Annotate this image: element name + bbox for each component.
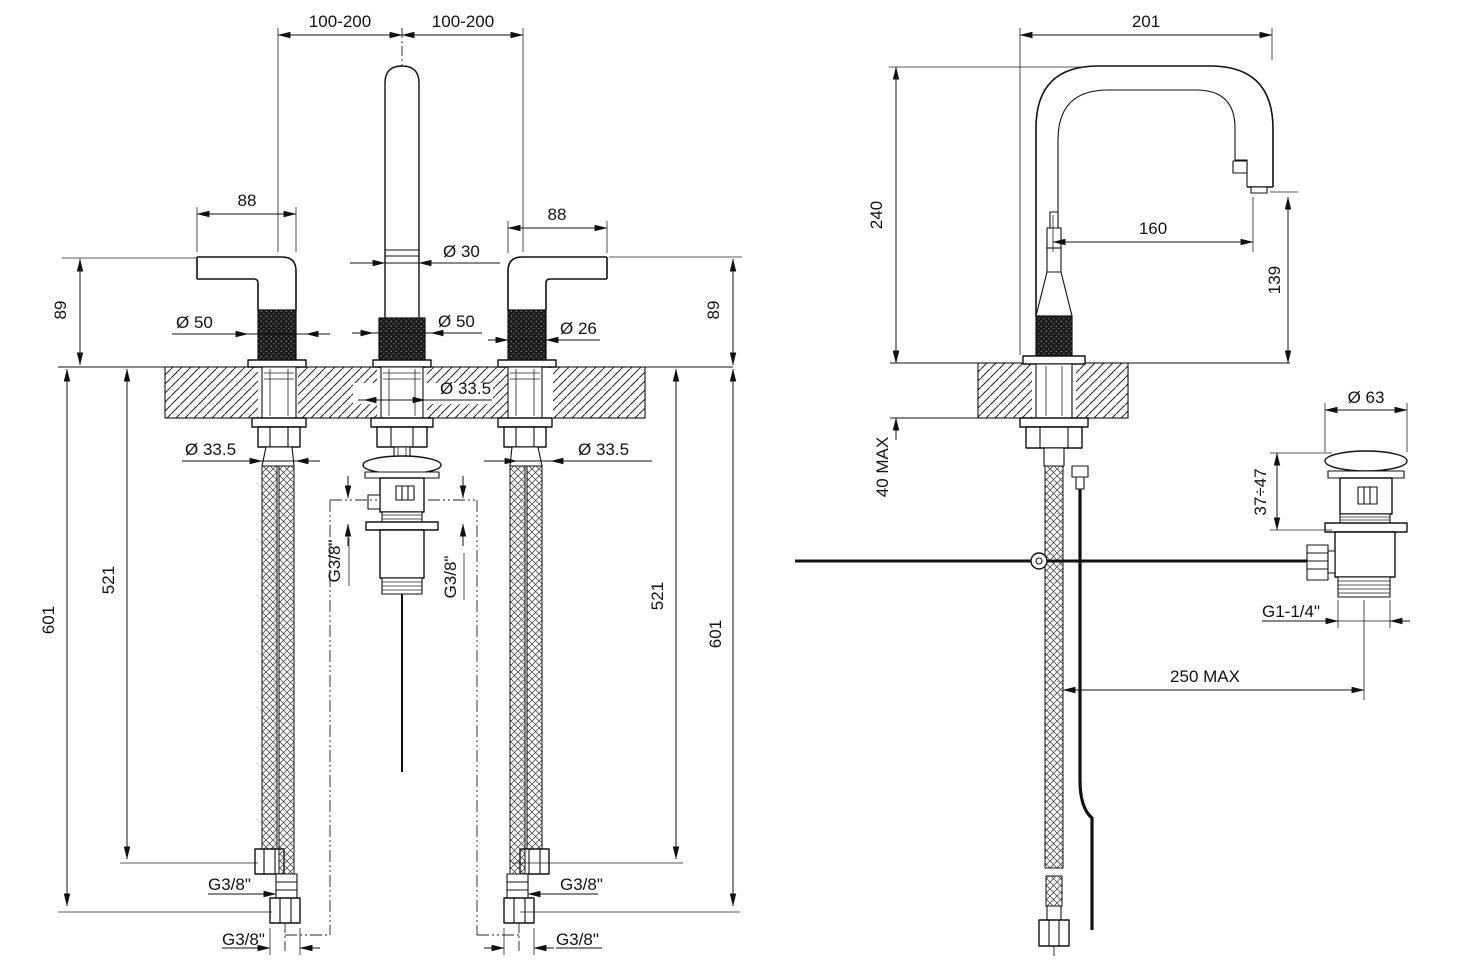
dim-hose-length-left-label: 521 — [99, 566, 118, 594]
hose-left-valve — [275, 873, 298, 899]
hose-right-outer — [526, 465, 543, 850]
rod-guide-bracket — [1071, 465, 1089, 478]
body-knurl-side — [1035, 315, 1073, 359]
dim-total-length-left-label: 601 — [39, 606, 58, 634]
hose-right-end-nut — [503, 897, 535, 924]
hose-right-inner — [509, 465, 526, 875]
popup-rod-vertical — [1078, 489, 1094, 930]
drain-tail-thread — [1337, 576, 1391, 598]
rod-pivot-screw — [1030, 552, 1048, 570]
dim-drain-cap-diameter-label: Ø 63 — [1348, 388, 1385, 407]
dim-spacing-right-label: 100-200 — [432, 12, 494, 31]
dim-hose-thread-left-end-label: G3/8" — [222, 930, 265, 949]
supply-column-right — [497, 366, 553, 952]
handle-right-front — [497, 256, 608, 368]
dim-outlet-height-label: 139 — [1265, 266, 1284, 294]
center-enclosure-outline — [285, 499, 519, 936]
dim-handle-diameter-right-label: Ø 26 — [560, 319, 597, 338]
dim-spacing-left-label: 100-200 — [309, 12, 371, 31]
dim-height-right-label: 89 — [704, 301, 723, 320]
dim-handle-width-left-label: 88 — [238, 191, 257, 210]
hose-right-valve — [506, 873, 529, 899]
drain-cap-dome — [1324, 450, 1408, 472]
dim-waste-thread-label: G1-1/4" — [1262, 602, 1320, 621]
dim-spout-height-label: 240 — [867, 201, 886, 229]
dim-drain-cap-height-label: 37÷47 — [1251, 468, 1270, 515]
dim-shank-diameter-center-label: Ø 33.5 — [440, 379, 491, 398]
front-view-drawing: 100-200 100-200 88 88 Ø 30 Ø 50 Ø 50 — [39, 12, 742, 955]
handle-left-front — [196, 256, 307, 368]
drain-detail-dimensions: Ø 63 37÷47 G1-1/4" — [1251, 388, 1410, 628]
spout-outer-profile — [1035, 65, 1274, 316]
supply-column-left — [251, 366, 307, 952]
hose-side-end-nut — [1038, 919, 1070, 947]
dim-shank-diameter-left-label: Ø 33.5 — [185, 440, 236, 459]
spout-knurl — [378, 317, 426, 361]
spout-aerator — [1250, 186, 1268, 194]
spout-front — [372, 28, 432, 368]
dim-rod-reach-label: 250 MAX — [1170, 667, 1240, 686]
hose-left-outer — [261, 465, 278, 850]
hose-left-inner — [278, 465, 295, 875]
dim-hose-thread-right-end-label: G3/8" — [556, 930, 599, 949]
side-view-dimensions: 201 240 160 139 40 MAX 250 MAX — [867, 12, 1365, 700]
dim-popup-thread-left-label: G3/8" — [325, 540, 344, 583]
dim-total-length-right-label: 601 — [706, 620, 725, 648]
drain-detail-drawing: Ø 63 37÷47 G1-1/4" — [1251, 388, 1410, 628]
handle-left-knurl — [257, 309, 297, 361]
dim-spout-diameter-label: Ø 30 — [443, 242, 480, 261]
dim-deck-thickness-label: 40 MAX — [873, 437, 892, 497]
spout-inner-profile — [1057, 89, 1248, 268]
popup-dome-cap — [362, 455, 442, 475]
dim-hose-length-right-label: 521 — [648, 582, 667, 610]
hose-left-end-nut — [269, 897, 301, 924]
faucet-body-side — [795, 65, 1307, 958]
dim-spout-reach-label: 160 — [1139, 219, 1167, 238]
drain-rod-joint-nut — [1306, 544, 1329, 581]
dim-spout-projection-label: 201 — [1132, 12, 1160, 31]
dim-height-left-label: 89 — [51, 301, 70, 320]
hose-side — [1044, 465, 1064, 869]
dim-hose-thread-right-valve-label: G3/8" — [560, 875, 603, 894]
dim-base-diameter-center-label: Ø 50 — [438, 312, 475, 331]
front-view-dimensions: 100-200 100-200 88 88 Ø 30 Ø 50 Ø 50 — [39, 12, 742, 955]
dim-shank-diameter-right-label: Ø 33.5 — [578, 440, 629, 459]
lever-handle-side — [1046, 227, 1062, 273]
handle-right-knurl — [507, 309, 547, 361]
dim-handle-width-right-label: 88 — [548, 205, 567, 224]
dim-hose-thread-left-valve-label: G3/8" — [208, 875, 251, 894]
dim-base-diameter-left-label: Ø 50 — [176, 313, 213, 332]
popup-waste-front — [362, 366, 442, 772]
side-view-drawing: 201 240 160 139 40 MAX 250 MAX — [795, 12, 1365, 958]
dim-popup-thread-right-label: G3/8" — [441, 556, 460, 599]
